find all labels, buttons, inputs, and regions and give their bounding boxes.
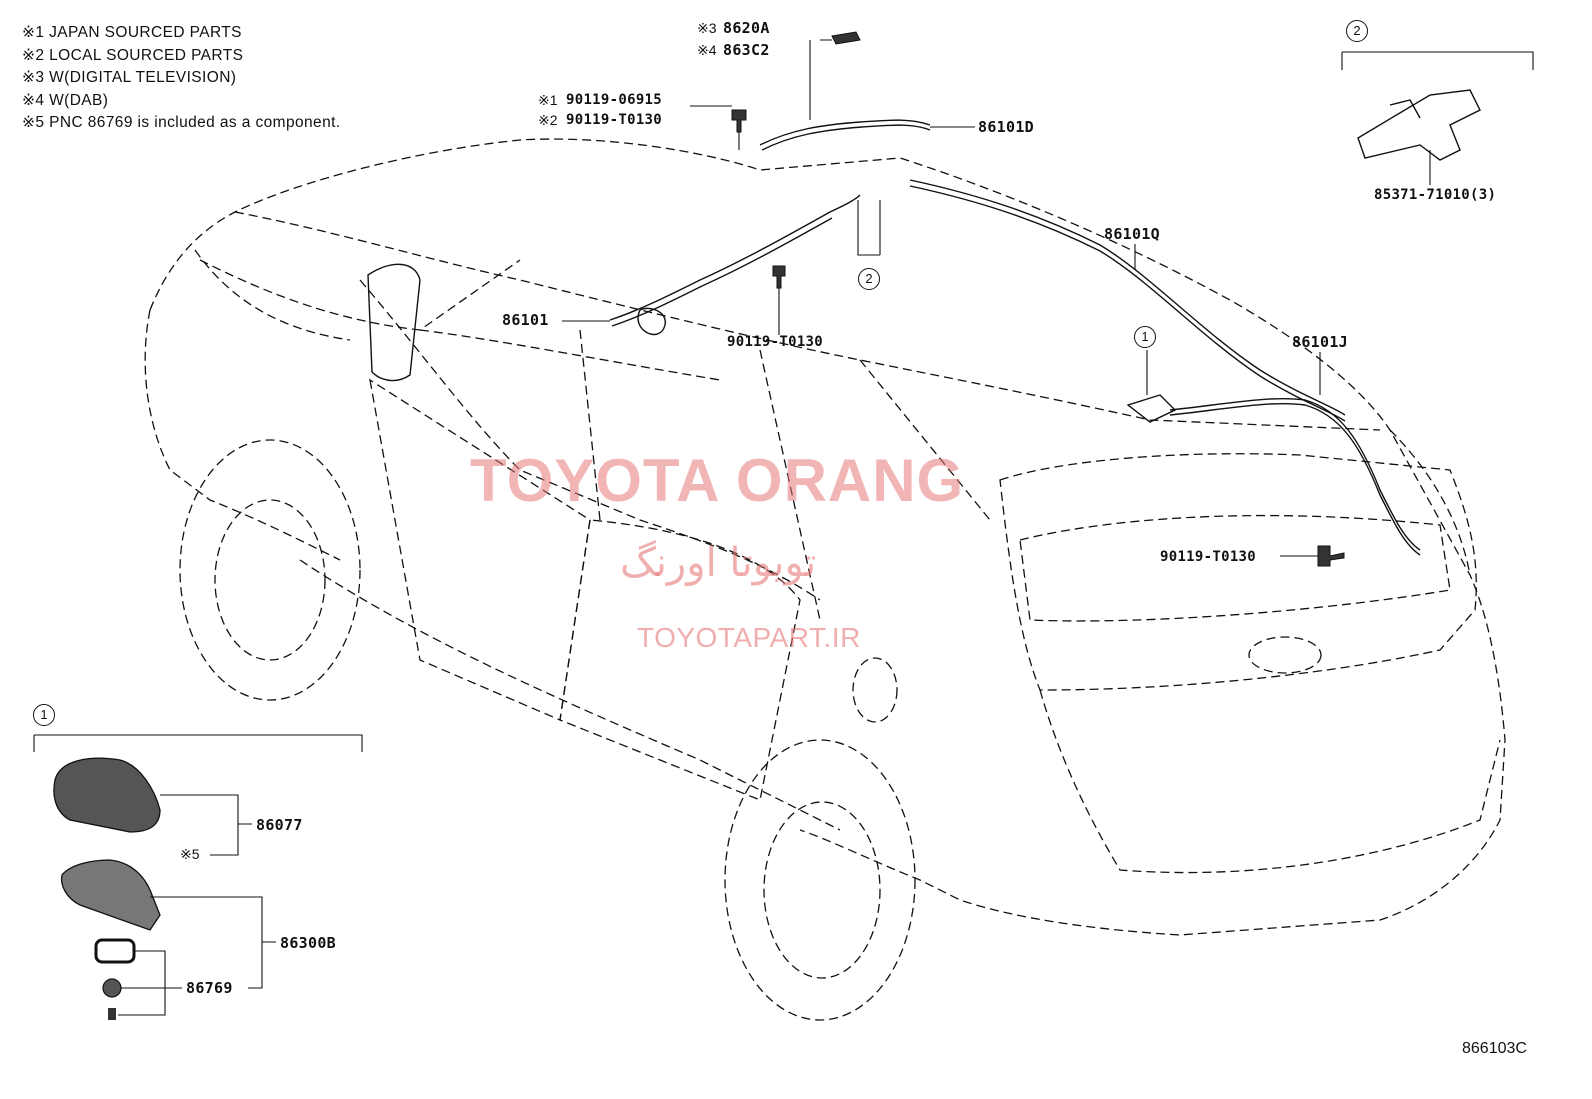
mark-8620a: ※3: [697, 20, 717, 36]
label-86101q[interactable]: 86101Q: [1104, 225, 1160, 243]
bolt-center: [772, 265, 786, 289]
car-rear-bumper: [1039, 689, 1501, 874]
label-86101d[interactable]: 86101D: [978, 118, 1034, 136]
clip-part-drawing: [1357, 89, 1481, 161]
callout-1-roof: 1: [1134, 326, 1156, 348]
car-d-pillar: [859, 359, 991, 521]
car-front-fascia: [144, 309, 341, 561]
car-roof-line: [234, 211, 1381, 431]
leader-86300b: [150, 896, 276, 989]
leader-8620a: [809, 39, 832, 120]
front-wheel-hub: [214, 499, 326, 661]
toyota-emblem: [1248, 636, 1322, 674]
car-rear-lamp: [1389, 429, 1471, 576]
connector-8620a: [831, 31, 861, 45]
bracket-top-right: [1341, 51, 1534, 70]
bolt-rear: [1317, 545, 1345, 567]
diagram-code: 866103C: [1462, 1040, 1527, 1057]
fuel-door: [852, 657, 898, 723]
label-8620a[interactable]: 8620A: [723, 19, 770, 37]
watermark-brand: TOYOTA ORANG: [470, 447, 965, 514]
harness-86101q: [909, 179, 1346, 416]
mark-bolt1: ※1: [538, 92, 558, 108]
label-86101[interactable]: 86101: [502, 311, 549, 329]
car-door-front: [369, 378, 591, 721]
label-863c2[interactable]: 863C2: [723, 41, 770, 59]
watermark-persian: تویوتا اورنگ: [620, 540, 817, 586]
note-4: ※4 W(DAB): [22, 91, 109, 109]
callout-1-box: 1: [33, 704, 55, 726]
side-mirror: [367, 263, 421, 382]
mark-863c2: ※4: [697, 42, 717, 58]
front-wheel: [179, 439, 361, 701]
screw-86769: [108, 1008, 116, 1020]
leader-86077: [160, 794, 252, 856]
callout-2-center: 2: [858, 268, 880, 290]
harness-loop: [637, 307, 666, 336]
car-c-pillar: [759, 349, 821, 621]
antenna-cover-86077: [53, 757, 161, 833]
bolt-top: [731, 109, 747, 133]
bracket-antenna-box: [33, 734, 363, 752]
label-bolt-t0130-top[interactable]: 90119-T0130: [566, 112, 663, 128]
note-5: ※5 PNC 86769 is included as a component.: [22, 114, 341, 131]
label-bolt-06915[interactable]: 90119-06915: [566, 92, 663, 108]
roof-antenna-base: [1126, 394, 1177, 423]
car-door-rear: [559, 519, 801, 801]
note-1: ※1 JAPAN SOURCED PARTS: [22, 24, 242, 41]
harness-86101: [609, 194, 861, 321]
antenna-amp-86300b: [60, 859, 161, 931]
car-interior-dash: [419, 329, 721, 381]
rear-wheel: [724, 739, 916, 1021]
label-bolt-t0130-rear[interactable]: 90119-T0130: [1160, 549, 1257, 565]
mark-86077: ※5: [180, 846, 200, 862]
car-front-hood: [194, 249, 351, 341]
gasket-86769: [94, 938, 136, 964]
callout-2-top-right: 2: [1346, 20, 1368, 42]
car-body-outline: [149, 138, 1506, 936]
mark-bolt2: ※2: [538, 112, 558, 128]
label-clip-85371[interactable]: 85371-71010(3): [1374, 187, 1497, 203]
car-b-pillar: [579, 329, 601, 521]
label-86300b[interactable]: 86300B: [280, 934, 336, 952]
footnotes: ※1 JAPAN SOURCED PARTS ※2 LOCAL SOURCED …: [22, 22, 341, 135]
leader-circle2-center: [857, 200, 881, 256]
car-windshield: [199, 259, 521, 331]
nut-86769: [102, 978, 122, 998]
label-86101j[interactable]: 86101J: [1292, 333, 1348, 351]
car-rear-window: [1019, 514, 1451, 622]
watermark-url: TOYOTAPART.IR: [637, 622, 861, 653]
harness-86101d: [759, 119, 931, 146]
leader-86769: [118, 950, 182, 1016]
rear-wheel-hub: [763, 801, 881, 979]
label-86077[interactable]: 86077: [256, 816, 303, 834]
car-sill: [299, 559, 841, 831]
label-86769[interactable]: 86769: [186, 979, 233, 997]
car-rear-hatch: [999, 453, 1477, 691]
note-3: ※3 W(DIGITAL TELEVISION): [22, 69, 237, 86]
note-2: ※2 LOCAL SOURCED PARTS: [22, 46, 244, 64]
label-bolt-t0130-center[interactable]: 90119-T0130: [727, 334, 824, 350]
harness-86101j: [1169, 397, 1421, 551]
